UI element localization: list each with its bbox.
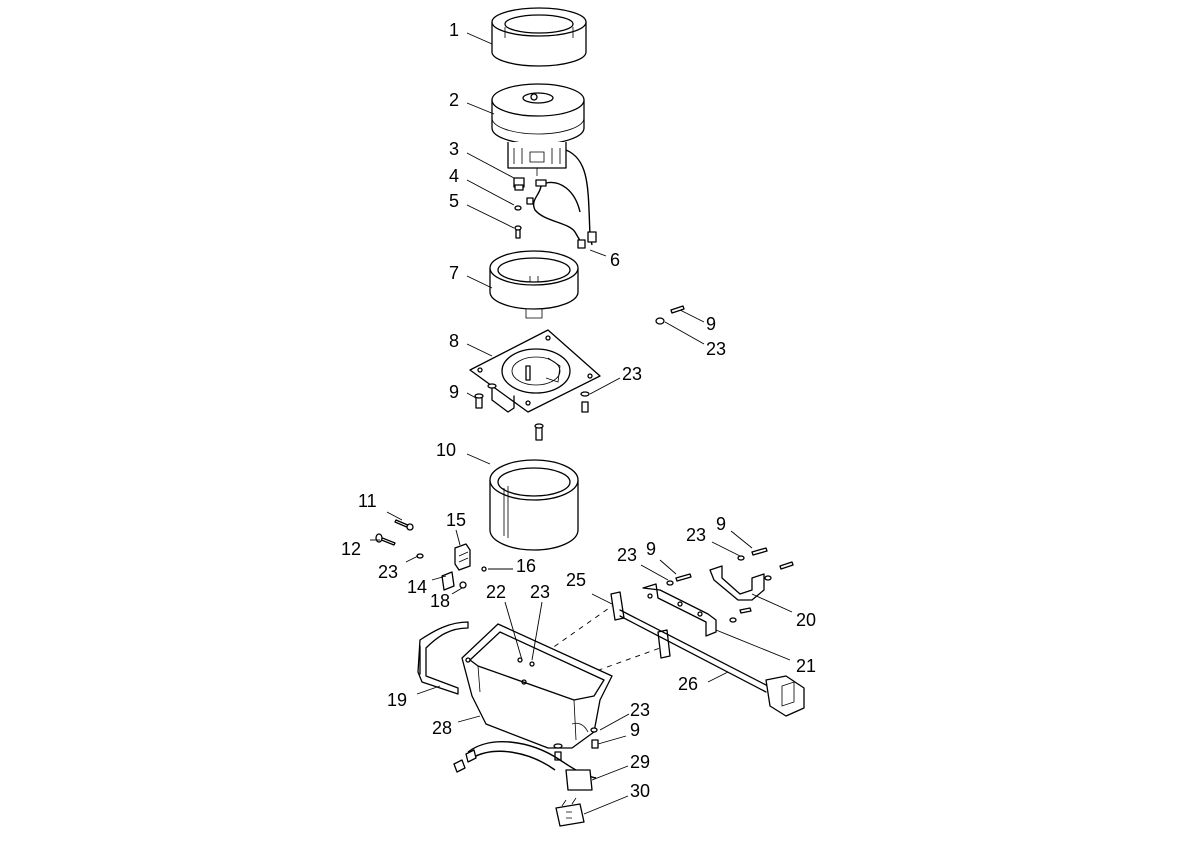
alignment-lines bbox=[537, 605, 661, 685]
callout-19: 19 bbox=[387, 690, 407, 710]
callout-23c: 23 bbox=[378, 562, 398, 582]
part-12-screw bbox=[375, 533, 396, 546]
callout-21: 21 bbox=[796, 656, 816, 676]
leader-lines bbox=[370, 32, 793, 815]
part-19-handle bbox=[417, 621, 469, 695]
part-20-u-bracket bbox=[709, 565, 765, 601]
part-8-mounting-plate bbox=[469, 329, 601, 413]
part-18-nut bbox=[459, 581, 467, 589]
part-3-connector bbox=[513, 177, 525, 191]
part-26-rod bbox=[619, 609, 805, 717]
part-25-clips bbox=[610, 591, 671, 659]
callout-3: 3 bbox=[449, 139, 459, 159]
callout-14: 14 bbox=[407, 577, 427, 597]
callout-12: 12 bbox=[341, 539, 361, 559]
callout-10: 10 bbox=[436, 440, 456, 460]
spare-screw-washer bbox=[655, 305, 685, 325]
part-11-screw bbox=[394, 519, 414, 531]
callout-16: 16 bbox=[516, 556, 536, 576]
callout-18: 18 bbox=[430, 591, 450, 611]
callout-9a: 9 bbox=[706, 314, 716, 334]
callout-23d: 23 bbox=[617, 545, 637, 565]
callout-23g: 23 bbox=[630, 700, 650, 720]
callout-25: 25 bbox=[566, 570, 586, 590]
callout-8: 8 bbox=[449, 331, 459, 351]
callout-7: 7 bbox=[449, 263, 459, 283]
part-2-motor bbox=[491, 83, 597, 246]
callout-23a: 23 bbox=[706, 339, 726, 359]
part-14-clip bbox=[441, 571, 455, 591]
callout-9b: 9 bbox=[449, 382, 459, 402]
plate-fasteners bbox=[474, 383, 590, 441]
right-bolts bbox=[666, 547, 794, 623]
part-28-base-tray bbox=[461, 623, 613, 749]
callout-30: 30 bbox=[630, 781, 650, 801]
part-5-screw bbox=[514, 225, 522, 239]
callout-29: 29 bbox=[630, 752, 650, 772]
callout-9d: 9 bbox=[716, 514, 726, 534]
part-29-harness bbox=[453, 741, 597, 791]
callout-2: 2 bbox=[449, 90, 459, 110]
callout-22: 22 bbox=[486, 582, 506, 602]
part-10-sleeve bbox=[489, 459, 579, 551]
callout-9c: 9 bbox=[646, 539, 656, 559]
callout-1: 1 bbox=[449, 20, 459, 40]
part-30-terminal-block bbox=[555, 797, 585, 827]
part-7-housing-ring bbox=[489, 250, 579, 319]
part-6-wire-harness bbox=[526, 179, 586, 249]
callout-11: 11 bbox=[358, 491, 377, 511]
callout-28: 28 bbox=[432, 718, 452, 738]
callout-6: 6 bbox=[610, 250, 620, 270]
part-15-switch bbox=[454, 543, 471, 571]
callout-23e: 23 bbox=[686, 525, 706, 545]
callout-labels: 1 2 3 4 5 6 7 9 23 8 23 9 10 11 15 12 23… bbox=[341, 20, 816, 801]
callout-26: 26 bbox=[678, 674, 698, 694]
callout-5: 5 bbox=[449, 191, 459, 211]
part-21-bracket bbox=[642, 583, 717, 637]
part-16-pin bbox=[481, 566, 487, 572]
callout-20: 20 bbox=[796, 610, 816, 630]
callout-9e: 9 bbox=[630, 720, 640, 740]
part-1-top-ring bbox=[491, 7, 587, 67]
part-4-washer bbox=[514, 205, 522, 211]
callout-23f: 23 bbox=[530, 582, 550, 602]
callout-23b: 23 bbox=[622, 364, 642, 384]
callout-15: 15 bbox=[446, 510, 466, 530]
callout-4: 4 bbox=[449, 166, 459, 186]
